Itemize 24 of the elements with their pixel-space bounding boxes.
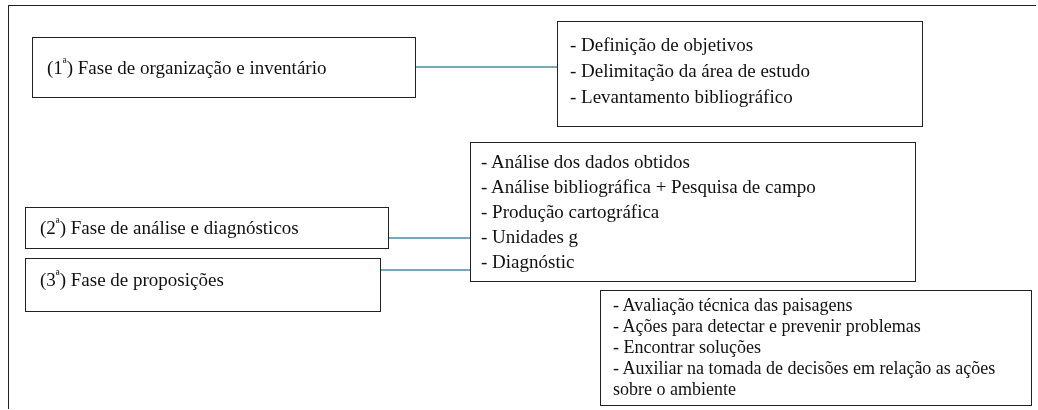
list-text: (3$^{ª}$) Fase de proposições <box>40 267 225 292</box>
list-text: (1$^{ª}$) Fase de organização e inventário <box>47 54 328 80</box>
text-box <box>25 258 381 312</box>
connector-line <box>415 66 558 68</box>
text-box <box>32 37 416 98</box>
list-text: - Análise dos dados obtidos <box>481 150 691 174</box>
list-text: (2$^{ª}$) Fase de análise e diagnósticos <box>40 215 300 240</box>
list-text: - Encontrar soluções <box>613 337 762 358</box>
text-box <box>557 21 923 127</box>
list-text: - Levantamento bibliográfico <box>570 85 794 109</box>
list-text: - Ações para detectar e prevenir problemas <box>613 316 922 337</box>
list-text: - Diagnóstic <box>481 250 576 274</box>
text-box <box>25 207 389 249</box>
list-text: - Avaliação técnica das paisagens <box>613 295 854 316</box>
text-box <box>470 142 916 282</box>
list-text: - Delimitação da área de estudo <box>570 59 812 83</box>
list-text: - Análise bibliográfica + Pesquisa de campo <box>481 175 817 199</box>
list-text: - Auxiliar na tomada de decisões em relação as ações sobre o ambiente <box>613 358 997 400</box>
list-text: - Unidades g <box>481 225 580 249</box>
text-box <box>600 290 1032 406</box>
connector-line <box>388 237 471 239</box>
list-text: - Produção cartográfica <box>481 200 661 224</box>
connector-line <box>380 269 471 271</box>
list-text: - Definição de objetivos <box>570 33 755 57</box>
